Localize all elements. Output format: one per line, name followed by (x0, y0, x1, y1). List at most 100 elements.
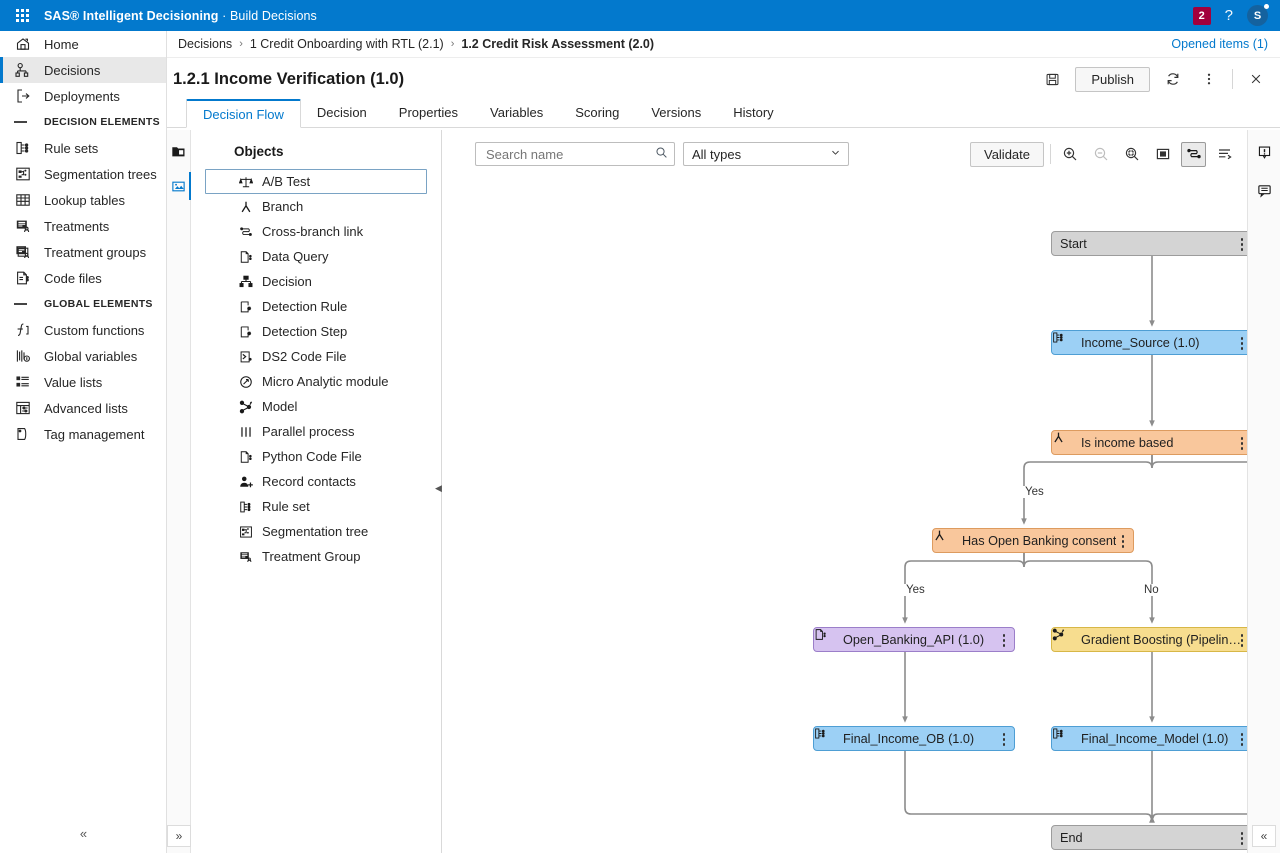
close-icon[interactable] (1243, 66, 1269, 92)
breadcrumb-item-credit-onboarding[interactable]: 1 Credit Onboarding with RTL (2.1) (249, 37, 444, 51)
object-item-label: Rule set (262, 499, 310, 514)
flow-node-open-banking-api[interactable]: Open_Banking_API (1.0) (813, 627, 1015, 652)
breadcrumb-separator: › (450, 38, 455, 50)
breadcrumb-item-credit-risk-assessment[interactable]: 1.2 Credit Risk Assessment (2.0) (461, 37, 655, 51)
zoom-fit-icon[interactable] (1119, 142, 1144, 167)
validate-button[interactable]: Validate (969, 141, 1044, 167)
sidebar-section-global-elements: GLOBAL ELEMENTS (0, 291, 166, 317)
object-item-record-contacts[interactable]: Record contacts (205, 469, 427, 494)
object-item-ds2-code-file[interactable]: DS2 Code File (205, 344, 427, 369)
zoom-in-icon[interactable] (1057, 142, 1082, 167)
app-switcher-button[interactable] (0, 0, 44, 31)
object-item-python-code-file[interactable]: Python Code File (205, 444, 427, 469)
tab-properties[interactable]: Properties (398, 105, 459, 120)
right-rail-collapse-button[interactable]: « (1252, 825, 1276, 847)
sidebar-item-home[interactable]: Home (0, 31, 166, 57)
flow-node-menu-icon[interactable] (1232, 628, 1247, 651)
object-item-label: Record contacts (262, 474, 356, 489)
objects-icon-rail: » (167, 130, 191, 853)
object-item-micro-analytic-module[interactable]: Micro Analytic module (205, 369, 427, 394)
objects-panel-expand-button[interactable]: » (167, 825, 191, 847)
sidebar-item-decisions[interactable]: Decisions (0, 57, 166, 83)
search-input[interactable] (484, 145, 655, 163)
page-header-actions: Publish (1039, 66, 1269, 92)
flow-node-menu-icon[interactable] (1232, 727, 1247, 750)
object-item-model[interactable]: Model (205, 394, 427, 419)
flow-node-end[interactable]: End (1051, 825, 1247, 850)
issues-icon[interactable] (1253, 142, 1275, 162)
object-item-data-query[interactable]: Data Query (205, 244, 427, 269)
flow-node-menu-icon[interactable] (1232, 826, 1247, 849)
breadcrumb-item-decisions[interactable]: Decisions (178, 37, 233, 51)
show-links-icon[interactable] (1181, 141, 1206, 167)
more-vertical-icon[interactable] (1196, 66, 1222, 92)
object-item-decision[interactable]: Decision (205, 269, 427, 294)
refresh-icon[interactable] (1160, 66, 1186, 92)
sidebar-item-tag-management[interactable]: Tag management (0, 421, 166, 447)
data-query-icon (238, 249, 253, 264)
search-input-wrapper[interactable] (475, 142, 675, 166)
sidebar-collapse-button[interactable]: « (79, 825, 88, 841)
object-item-segmentation-tree[interactable]: Segmentation tree (205, 519, 427, 544)
flow-node-menu-icon[interactable] (1113, 529, 1133, 552)
sidebar-item-treatment-groups[interactable]: Treatment groups (0, 239, 166, 265)
object-item-branch[interactable]: Branch (205, 194, 427, 219)
opened-items-link[interactable]: Opened items (1) (1171, 37, 1268, 51)
sidebar-item-global-variables[interactable]: Global variables (0, 343, 166, 369)
flow-node-menu-icon[interactable] (1232, 431, 1247, 454)
flow-node-menu-icon[interactable] (994, 628, 1014, 651)
flow-node-income-source[interactable]: Income_Source (1.0) (1051, 330, 1247, 355)
sidebar-item-treatments[interactable]: Treatments (0, 213, 166, 239)
top-bar-actions: 2 ? S (1192, 4, 1280, 26)
sidebar-item-advanced-lists[interactable]: Advanced lists (0, 395, 166, 421)
notifications-badge[interactable]: 2 (1192, 6, 1211, 25)
object-item-rule-set[interactable]: Rule set (205, 494, 427, 519)
flow-node-has-open-banking-consent[interactable]: Has Open Banking consent (932, 528, 1134, 553)
comments-icon[interactable] (1253, 180, 1275, 200)
objects-library-icon[interactable] (168, 141, 190, 161)
object-item-ab-test[interactable]: A/B Test (205, 169, 427, 194)
fit-to-screen-icon[interactable] (1150, 142, 1175, 167)
flow-node-is-income-based[interactable]: Is income based (1051, 430, 1247, 455)
sidebar-item-code-files[interactable]: Code files (0, 265, 166, 291)
sidebar-item-lookup-tables[interactable]: Lookup tables (0, 187, 166, 213)
object-item-detection-step[interactable]: Detection Step (205, 319, 427, 344)
publish-button[interactable]: Publish (1075, 66, 1150, 92)
object-item-treatment-group[interactable]: Treatment Group (205, 544, 427, 569)
sidebar-item-custom-functions[interactable]: Custom functions (0, 317, 166, 343)
flow-node-menu-icon[interactable] (994, 727, 1014, 750)
help-icon[interactable]: ? (1224, 7, 1233, 24)
tab-decision[interactable]: Decision (316, 105, 367, 120)
tab-decision-flow[interactable]: Decision Flow (186, 99, 301, 128)
flow-node-menu-icon[interactable] (1232, 232, 1247, 255)
object-item-cross-branch-link[interactable]: Cross-branch link (205, 219, 427, 244)
flow-node-final-income-ob[interactable]: Final_Income_OB (1.0) (813, 726, 1015, 751)
object-item-label: Parallel process (262, 424, 355, 439)
tab-versions[interactable]: Versions (651, 105, 702, 120)
type-filter-select[interactable]: All types (683, 142, 849, 166)
sidebar-item-label: Rule sets (44, 140, 99, 156)
search-icon[interactable] (655, 146, 668, 162)
tab-history[interactable]: History (733, 105, 774, 120)
overview-map-icon[interactable] (168, 172, 191, 200)
zoom-out-icon[interactable] (1088, 142, 1113, 167)
save-icon[interactable] (1039, 66, 1065, 92)
objects-panel-resize-handle[interactable]: ◀ (435, 483, 442, 493)
avatar[interactable]: S (1247, 4, 1269, 26)
tab-variables[interactable]: Variables (490, 105, 544, 120)
flow-node-menu-icon[interactable] (1232, 331, 1247, 354)
sidebar-item-deployments[interactable]: Deployments (0, 83, 166, 109)
sidebar-item-segmentation-trees[interactable]: Segmentation trees (0, 161, 166, 187)
flow-node-start[interactable]: Start (1051, 231, 1247, 256)
sidebar-item-rule-sets[interactable]: Rule sets (0, 135, 166, 161)
flow-node-label: Gradient Boosting (Pipelin… (1081, 632, 1242, 647)
object-item-detection-rule[interactable]: Detection Rule (205, 294, 427, 319)
flow-node-gradient-boosting[interactable]: Gradient Boosting (Pipelin… (1051, 627, 1247, 652)
flow-node-final-income-model[interactable]: Final_Income_Model (1.0) (1051, 726, 1247, 751)
object-item-label: Segmentation tree (262, 524, 369, 539)
object-item-parallel-process[interactable]: Parallel process (205, 419, 427, 444)
tab-scoring[interactable]: Scoring (575, 105, 620, 120)
sidebar-item-value-lists[interactable]: Value lists (0, 369, 166, 395)
auto-layout-icon[interactable] (1212, 142, 1237, 167)
